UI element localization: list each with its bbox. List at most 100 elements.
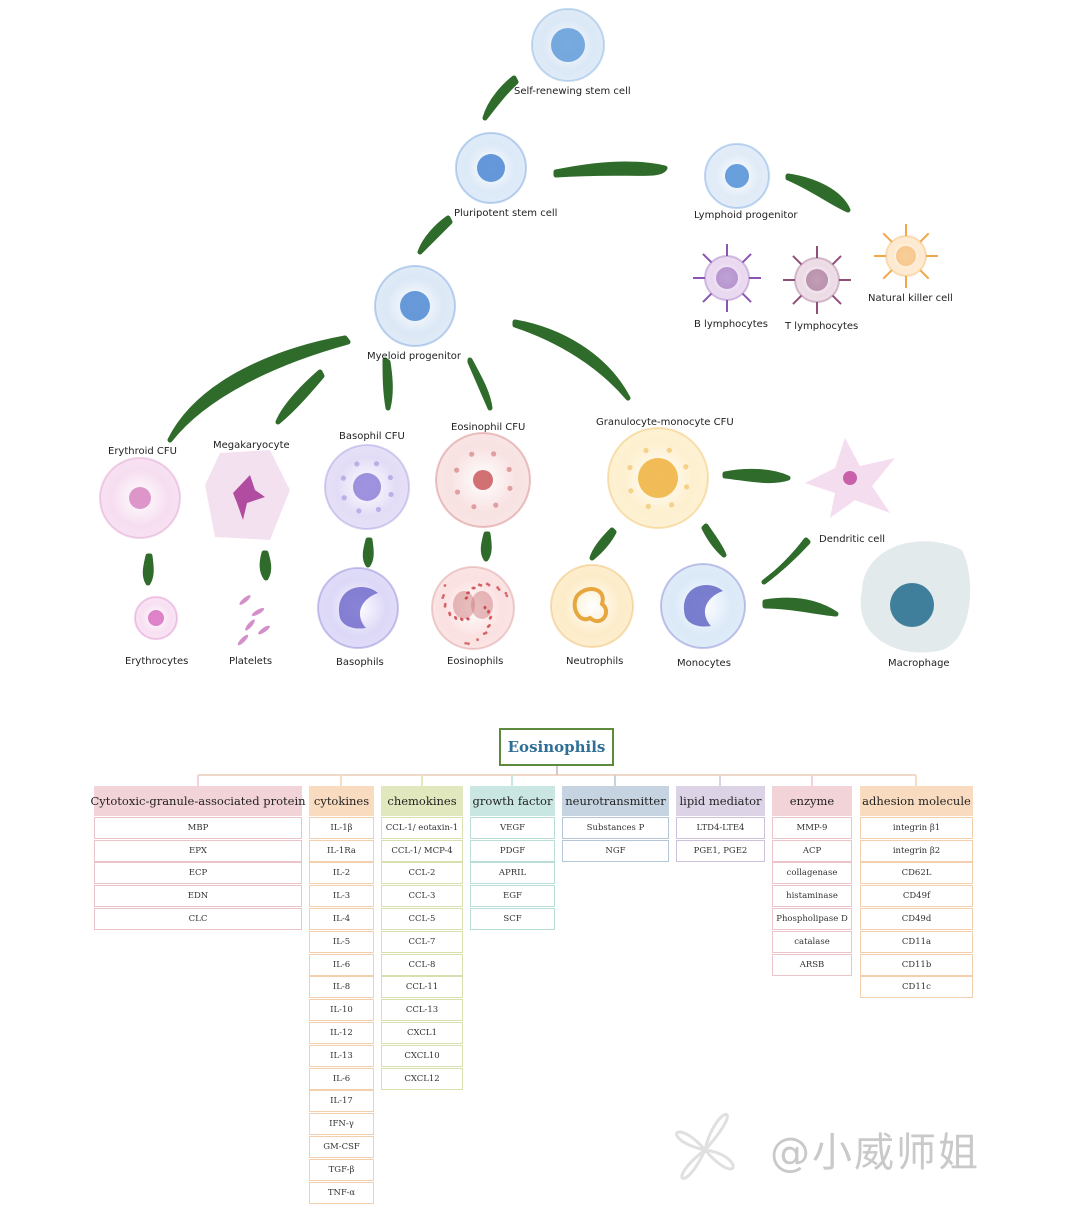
cell-megakaryocyte — [205, 450, 290, 540]
category-item: PDGF — [470, 839, 555, 862]
cell-self-renewing — [531, 8, 605, 82]
category-item: TGF-β — [309, 1158, 374, 1181]
category-item: integrin β2 — [860, 839, 973, 862]
category-header: neurotransmitter — [562, 786, 669, 816]
category-item: IL-17 — [309, 1090, 374, 1113]
category-item: IL-5 — [309, 930, 374, 953]
cell-erythroid-cfu — [99, 457, 181, 539]
arrow-15 — [722, 468, 791, 484]
category-item: IL-2 — [309, 862, 374, 885]
category-header: enzyme — [772, 786, 852, 816]
label-pluripotent: Pluripotent stem cell — [454, 208, 558, 219]
category-item: IL-1Ra — [309, 839, 374, 862]
category-item: CCL-13 — [381, 999, 463, 1022]
label-neutrophils: Neutrophils — [566, 656, 624, 667]
hematopoiesis-tree — [99, 8, 971, 653]
label-megakaryocyte: Megakaryocyte — [213, 440, 290, 451]
label-nk-cell: Natural killer cell — [868, 293, 953, 304]
arrow-7 — [467, 357, 493, 411]
cell-lymphoid — [704, 143, 770, 209]
label-lymphoid: Lymphoid progenitor — [694, 210, 798, 221]
cell-nk — [874, 224, 938, 288]
category-item: NGF — [562, 839, 669, 862]
category-item: CCL-8 — [381, 953, 463, 976]
cell-pluripotent — [455, 132, 527, 204]
category-header: Cytotoxic-granule-associated protein — [90, 786, 306, 816]
cell-neutrophils — [550, 564, 634, 648]
arrow-17 — [762, 597, 839, 617]
label-b-lymphocytes: B lymphocytes — [694, 319, 768, 330]
category-item: CCL-7 — [381, 930, 463, 953]
category-item: IL-1β — [309, 816, 374, 839]
category-item: GM-CSF — [309, 1135, 374, 1158]
cell-b-lymph — [693, 244, 761, 312]
cell-basophil-cfu — [324, 444, 410, 530]
category-item: CXCL1 — [381, 1021, 463, 1044]
category-item: EGF — [470, 885, 555, 908]
category-item: CD49d — [860, 907, 973, 930]
label-platelets: Platelets — [229, 656, 273, 667]
cell-macrophage — [860, 541, 971, 653]
label-macrophage: Macrophage — [888, 658, 950, 669]
category-item: CCL-1/ eotaxin-1 — [381, 816, 463, 839]
arrow-16 — [761, 537, 811, 585]
category-item: IFN-γ — [309, 1113, 374, 1136]
label-t-lymphocytes: T lymphocytes — [785, 321, 859, 332]
category-header: lipid mediator — [676, 786, 765, 816]
cell-eosinophil-cfu — [435, 432, 531, 528]
category-item: CCL-3 — [381, 885, 463, 908]
category-item: LTD4-LTE4 — [676, 816, 765, 839]
category-item: VEGF — [470, 816, 555, 839]
label-erythroid-cfu: Erythroid CFU — [108, 446, 177, 457]
category-item: CD11a — [860, 930, 973, 953]
category-item: IL-6 — [309, 1067, 374, 1090]
category-item: CCL-1/ MCP-4 — [381, 839, 463, 862]
category-header: growth factor — [470, 786, 555, 816]
differentiation-arrows — [142, 75, 851, 617]
category-item: Substances P — [562, 816, 669, 839]
category-item: CD11b — [860, 953, 973, 976]
category-item: collagenase — [772, 862, 852, 885]
category-item: ECP — [94, 862, 302, 885]
label-eosinophils: Eosinophils — [447, 656, 504, 667]
category-item: CCL-5 — [381, 907, 463, 930]
cell-t-lymph — [783, 246, 851, 314]
cell-dendritic — [805, 438, 895, 518]
category-item: MBP — [94, 816, 302, 839]
arrow-5 — [275, 369, 325, 425]
category-item: EPX — [94, 839, 302, 862]
category-item: CXCL12 — [381, 1067, 463, 1090]
arrow-9 — [142, 553, 154, 586]
category-item: PGE1, PGE2 — [676, 839, 765, 862]
arrow-11 — [362, 537, 374, 568]
cell-erythrocytes — [134, 596, 178, 640]
category-item: CLC — [94, 907, 302, 930]
arrow-10 — [259, 550, 272, 581]
arrow-2 — [417, 215, 453, 255]
cell-eosinophils — [431, 566, 515, 650]
category-item: CXCL10 — [381, 1044, 463, 1067]
label-erythrocytes: Erythrocytes — [125, 656, 189, 667]
label-basophil-cfu: Basophil CFU — [339, 431, 405, 442]
category-item: EDN — [94, 885, 302, 908]
category-item: CCL-11 — [381, 976, 463, 999]
category-item: catalase — [772, 930, 852, 953]
category-item: IL-6 — [309, 953, 374, 976]
arrow-0 — [482, 75, 519, 121]
arrow-1 — [553, 161, 668, 178]
label-eosinophil-cfu: Eosinophil CFU — [451, 422, 526, 433]
cell-gm-cfu — [607, 427, 709, 529]
cells — [99, 8, 971, 653]
arrow-6 — [382, 357, 393, 411]
arrow-8 — [512, 319, 631, 401]
cell-basophils — [317, 567, 399, 649]
category-item: CD49f — [860, 885, 973, 908]
label-gm-cfu: Granulocyte-monocyte CFU — [596, 417, 734, 428]
category-item: Phospholipase D — [772, 907, 852, 930]
category-item: integrin β1 — [860, 816, 973, 839]
